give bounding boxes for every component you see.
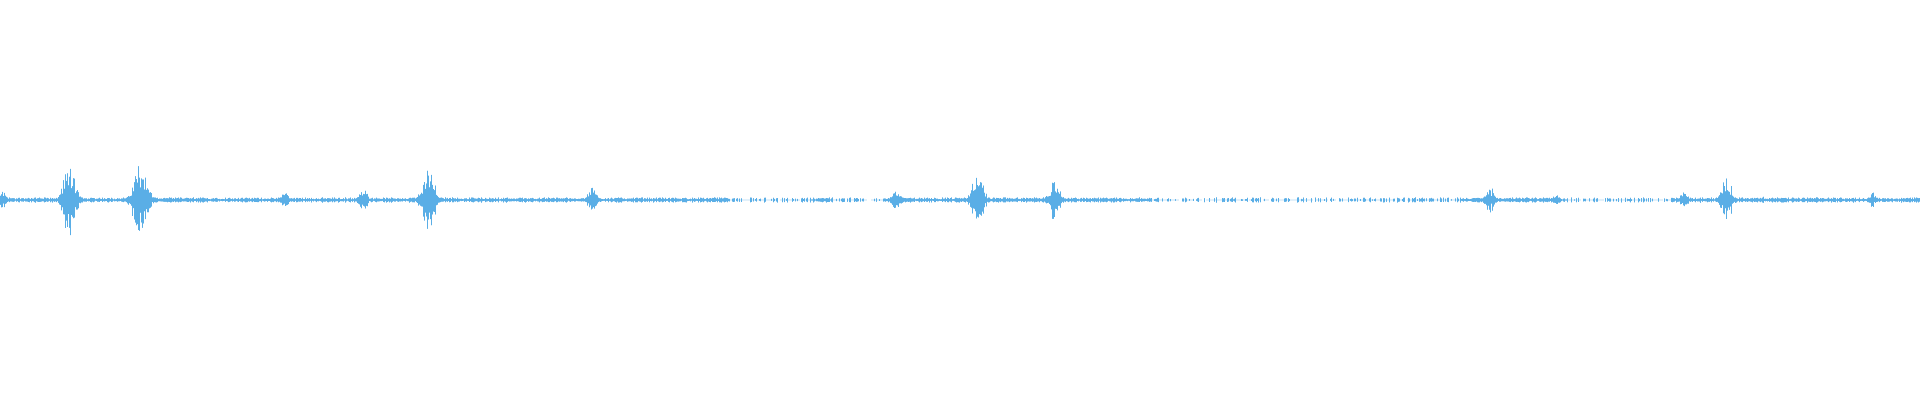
waveform-bars <box>0 166 1920 236</box>
